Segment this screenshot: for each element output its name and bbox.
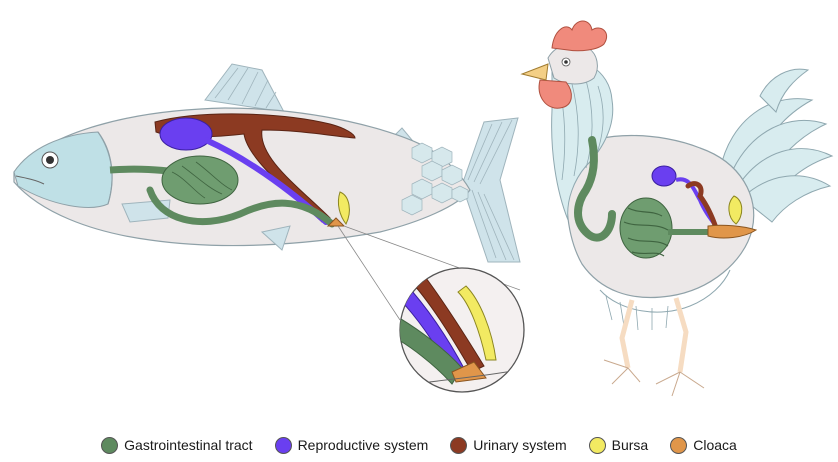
chicken-legs: [604, 298, 704, 396]
legend-label: Reproductive system: [298, 437, 429, 453]
chicken-beak: [522, 64, 548, 80]
bursa-swatch: [589, 437, 606, 454]
fish-dorsal-fin: [205, 64, 284, 112]
gastrointestinal-swatch: [101, 437, 118, 454]
reproductive-swatch: [275, 437, 292, 454]
legend-item: Urinary system: [450, 437, 566, 454]
legend-label: Urinary system: [473, 437, 566, 453]
legend-item: Cloaca: [670, 437, 737, 454]
anatomy-illustration: [0, 0, 838, 420]
chicken-comb: [552, 21, 607, 51]
urinary-swatch: [450, 437, 467, 454]
legend: Gastrointestinal tract Reproductive syste…: [0, 432, 838, 458]
chicken-illustration: [522, 21, 832, 396]
cloaca-swatch: [670, 437, 687, 454]
fish-tail-fin: [462, 118, 520, 262]
legend-label: Cloaca: [693, 437, 737, 453]
chicken-reproductive-ovary: [652, 166, 676, 186]
fish-reproductive-gonad: [160, 118, 212, 150]
legend-item: Bursa: [589, 437, 649, 454]
legend-item: Reproductive system: [275, 437, 429, 454]
legend-label: Gastrointestinal tract: [124, 437, 252, 453]
legend-item: Gastrointestinal tract: [101, 437, 252, 454]
fish-illustration: [14, 64, 520, 262]
chicken-wattle: [539, 80, 571, 108]
legend-label: Bursa: [612, 437, 649, 453]
